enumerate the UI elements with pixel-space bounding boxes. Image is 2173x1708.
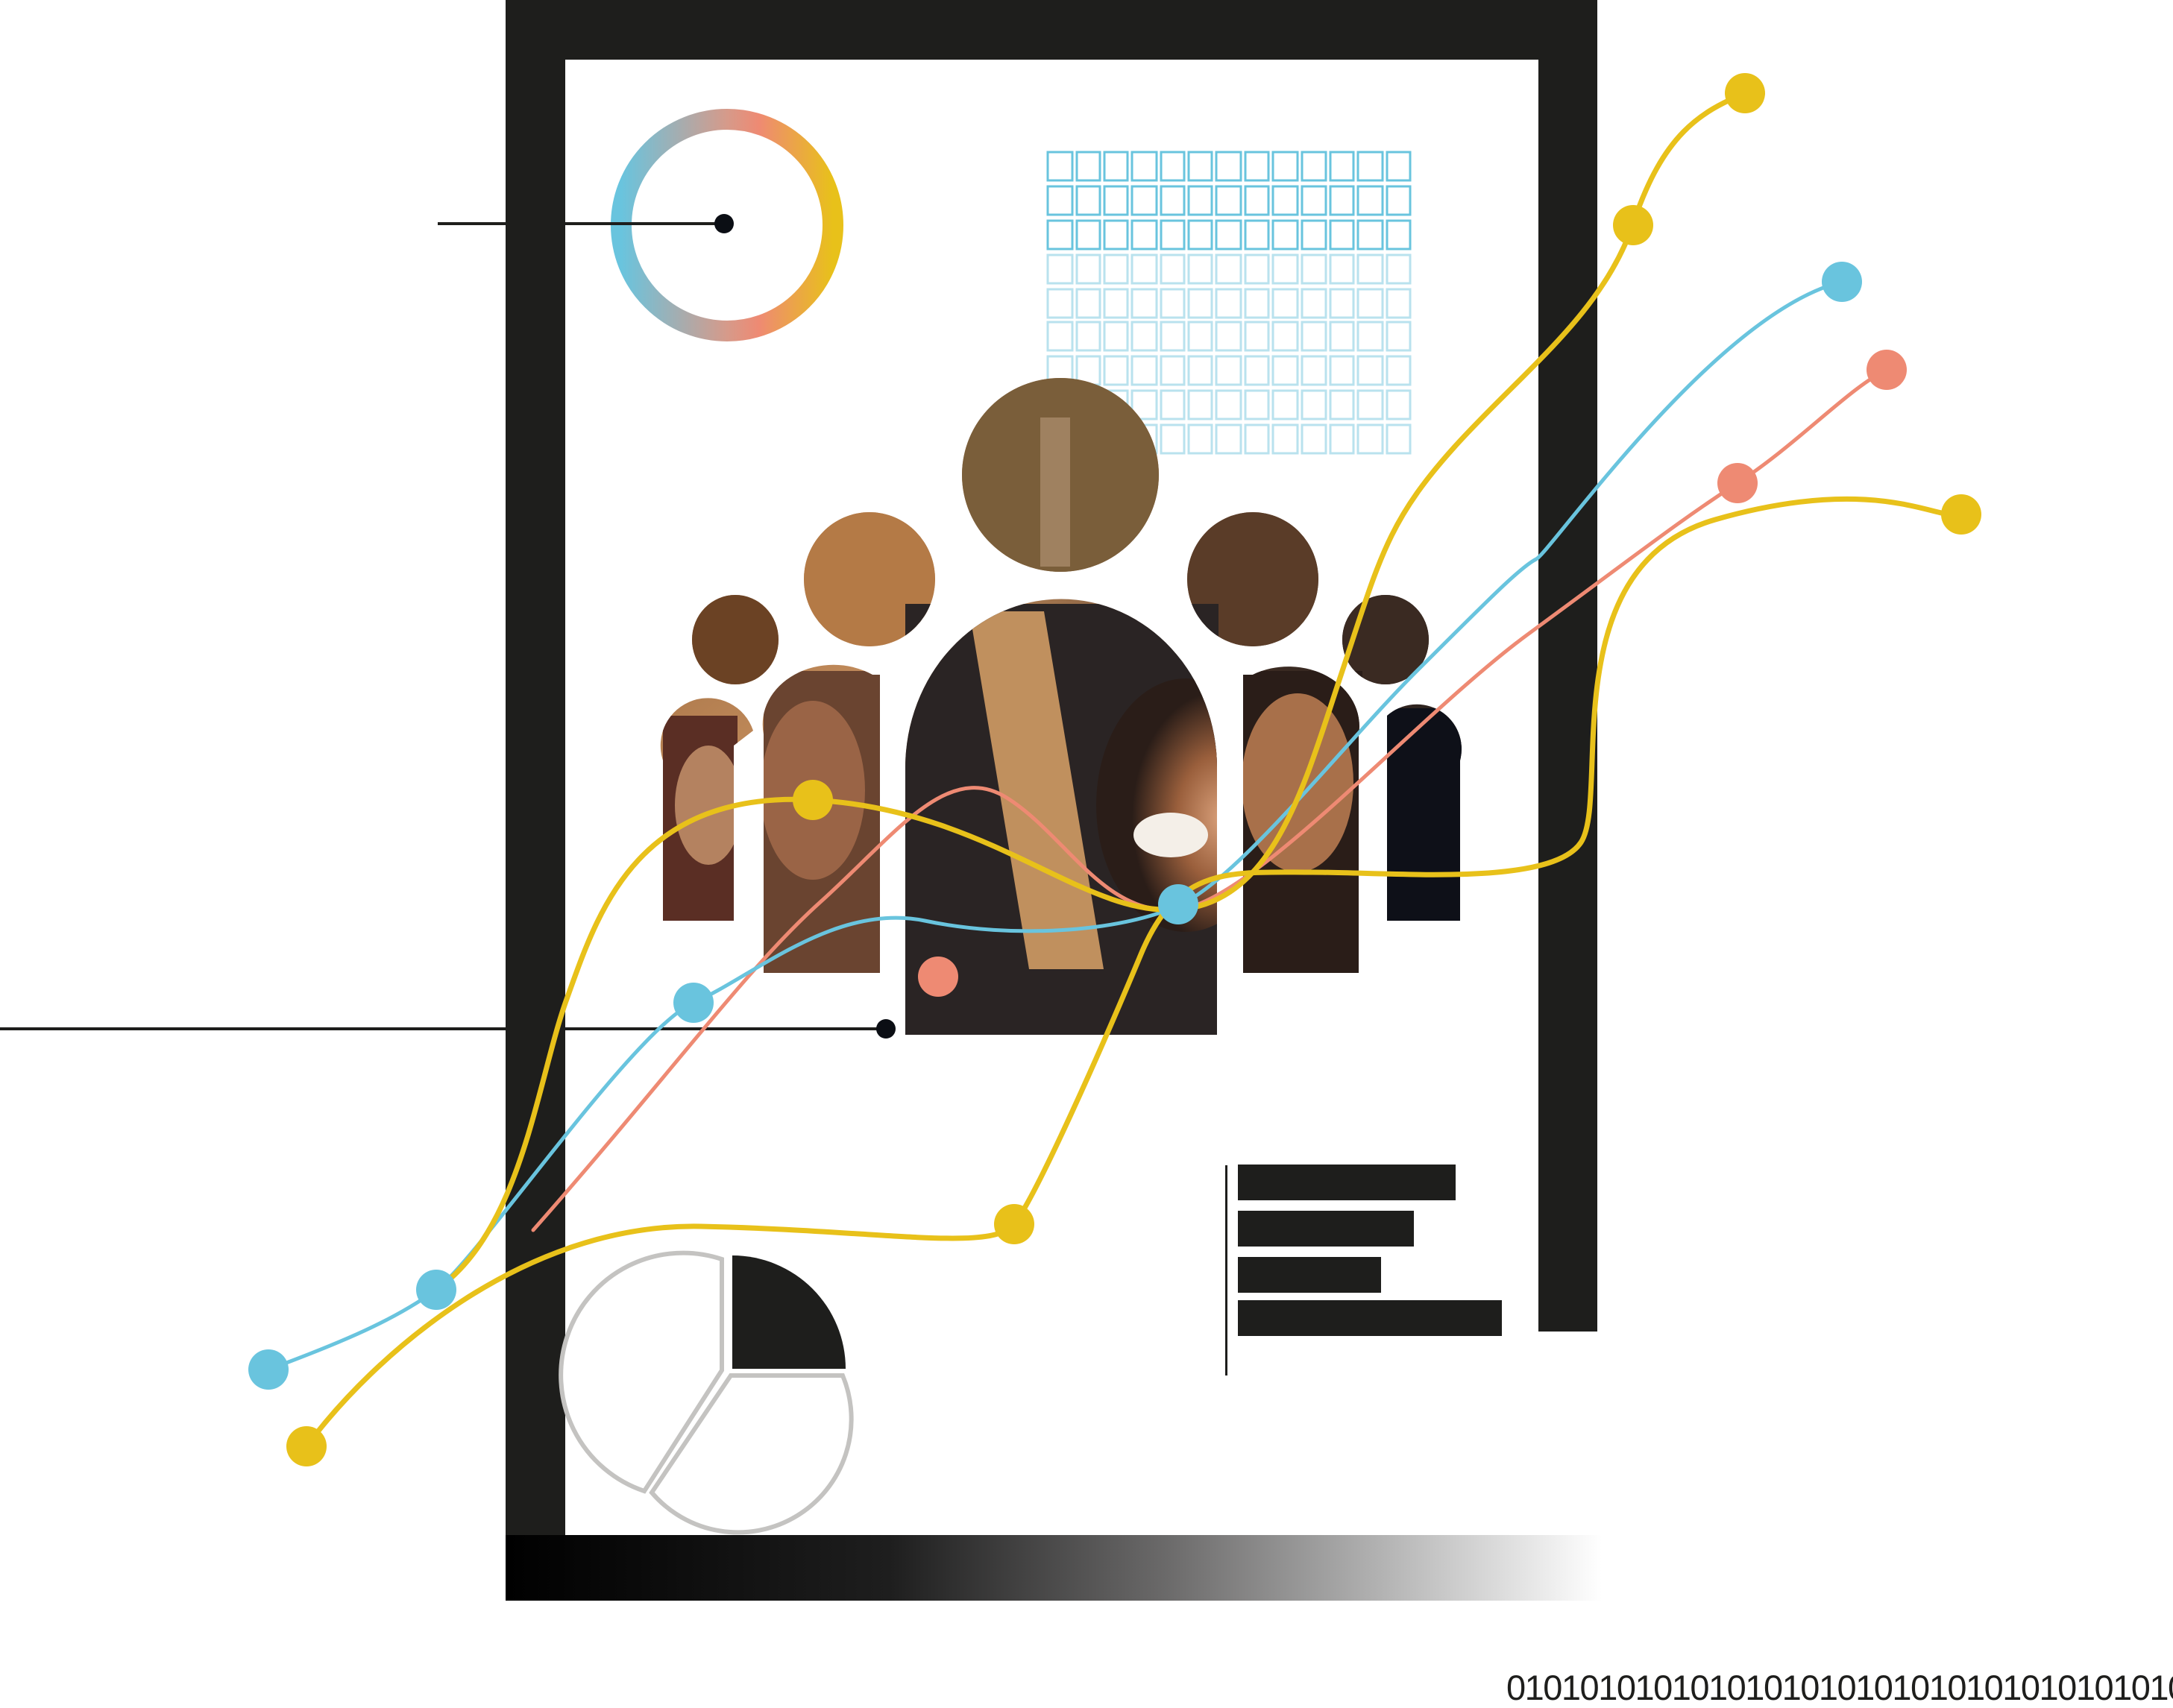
text-line-1 — [1238, 1165, 1456, 1200]
frame-left-bar — [506, 0, 565, 1536]
pie-slice-filled — [732, 1255, 846, 1369]
text-line-4 — [1238, 1300, 1502, 1336]
yellow-line-b — [304, 496, 1964, 1449]
grid-pattern — [1046, 151, 1412, 455]
pie-chart — [559, 1250, 854, 1535]
binary-string: 0101010101010101010101010101010101010 — [1506, 1668, 2173, 1707]
data-points — [248, 73, 1981, 1466]
leader-dot-top — [714, 214, 734, 233]
frame-top-bar — [506, 0, 1597, 60]
frame-right-bar — [1538, 0, 1597, 1332]
leader-dot-bottom — [876, 1019, 896, 1039]
text-block — [1225, 1165, 1502, 1375]
frame-bottom-gradient-bar — [506, 1535, 1602, 1601]
text-line-3 — [1238, 1257, 1381, 1293]
text-line-2 — [1238, 1211, 1414, 1247]
yellow-line-a — [433, 90, 1748, 1293]
